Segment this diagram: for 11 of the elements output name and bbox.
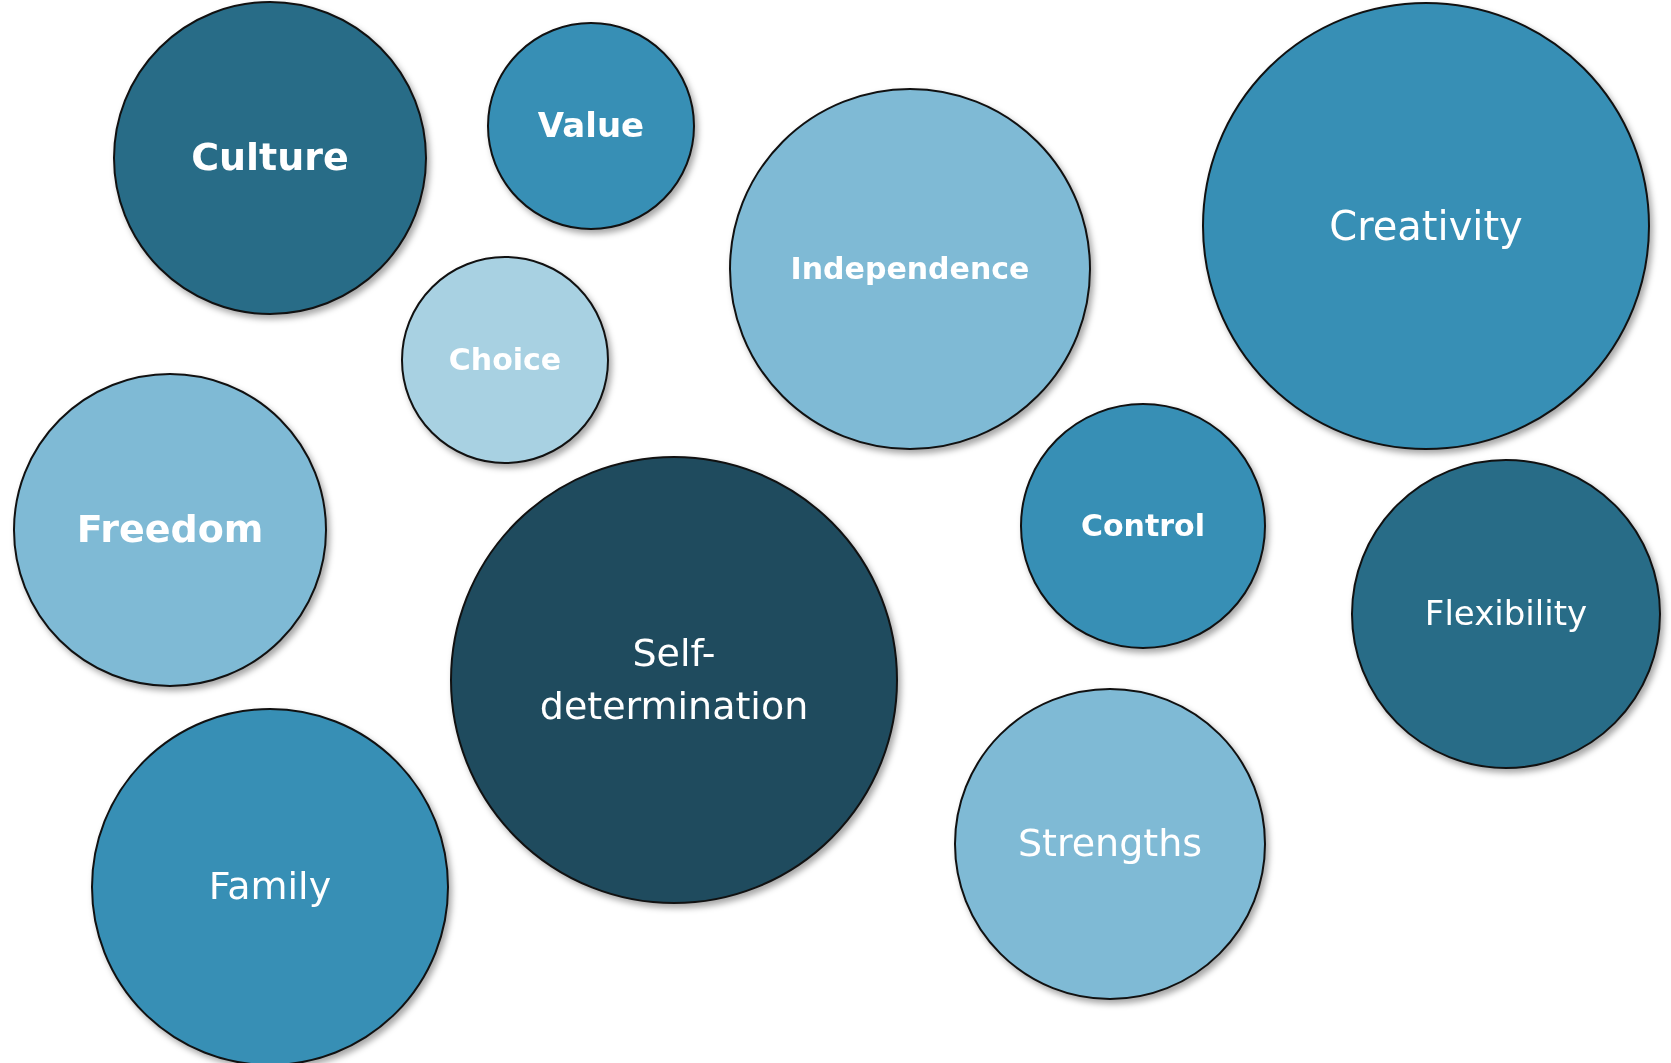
bubble-label: Independence (790, 250, 1030, 288)
bubble-label: Family (208, 863, 332, 911)
bubble-label: Creativity (1329, 202, 1523, 251)
bubble-label: Choice (448, 341, 562, 379)
bubble-label: Strengths (1017, 820, 1203, 868)
bubble-label: Culture (191, 134, 349, 182)
bubble-label: Freedom (76, 506, 264, 554)
bubble-label: Control (1081, 507, 1205, 545)
bubble-label: Flexibility (1424, 592, 1588, 636)
bubble-label: Value (537, 104, 645, 148)
bubble-label: Self-determination (539, 629, 809, 730)
